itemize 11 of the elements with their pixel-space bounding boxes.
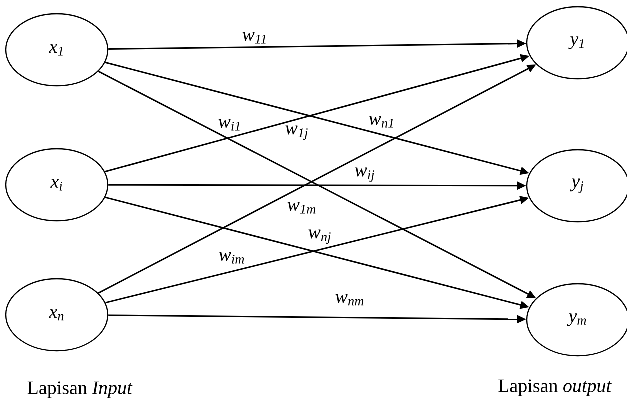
layer-label: Lapisan Input <box>28 382 133 398</box>
weight-label: w$_{i1}$ <box>218 119 240 131</box>
layer-label: Lapisan output <box>498 380 612 396</box>
weight-label: w$_{n1}$ <box>369 116 394 128</box>
weight-label: w$_{ij}$ <box>355 168 374 182</box>
weight-label: w$_{nj}$ <box>308 230 331 244</box>
weight-label: w$_{im}$ <box>219 252 244 264</box>
weight-label: w$_{1m}$ <box>288 202 316 214</box>
weight-label: w$_{1j}$ <box>286 126 308 140</box>
weight-label: w$_{nm}$ <box>336 294 364 306</box>
weight-label: w$_{11}$ <box>242 32 266 44</box>
